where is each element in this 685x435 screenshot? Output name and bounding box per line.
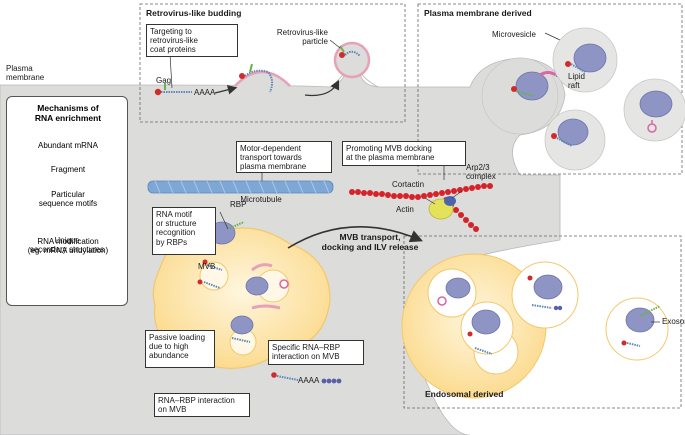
legend-item-abundant: Abundant mRNA [37,141,99,150]
microvesicle-4 [544,109,606,171]
legend-title: Mechanisms of RNA enrichment [34,103,102,124]
particle-mrna [339,45,361,58]
lipid-raft-label: Lipid raft [568,72,585,91]
retrovirus-particle-label: Retrovirus-like particle [276,28,328,47]
particle-pointer [329,39,341,49]
mvb-transport-label: MVB transport, docking and ILV release [321,232,419,252]
plasma-membrane-panel-box [417,3,683,175]
legend-box: Mechanisms of RNA enrichment RNA modific… [6,96,128,306]
legend-item-modification: RNA modification (eg. mRNA uridylation) [27,237,109,256]
promoting-docking-box: Promoting MVB docking at the plasma memb… [342,141,466,166]
plasma-membrane-panel-title: Plasma membrane derived [424,8,532,18]
exiting-mrna [271,372,342,384]
arp-complex-label: Arp2/3 complex [466,163,496,182]
gag-polya-label: AAAA [194,88,216,97]
mvb-label: MVB [198,262,216,271]
bud-mrna [239,63,274,93]
legend-item-fragment: Fragment [50,165,86,174]
gag-mrna [154,83,192,96]
microtubule-label: Microtubule [240,195,282,204]
microvesicle-3 [623,78,685,142]
budding-arrow-2 [304,79,340,97]
exiting-mrna-polya-label: AAAA [298,376,320,385]
retrovirus-panel-title: Retrovirus-like budding [146,8,242,18]
lipid-raft [539,71,557,77]
arp-blob [444,196,456,206]
targeting-pointer [169,53,173,89]
budding-bump [234,70,291,87]
legend-item-motifs: Particular sequence motifs [38,190,98,209]
cortactin-label: Cortactin [392,180,425,189]
budding-arrow-1 [214,85,238,95]
gag-label: Gag [156,76,172,85]
retrovirus-panel-box [139,3,406,123]
plasma-membrane-label: Plasma membrane [6,64,45,83]
microtubule [147,180,334,194]
microvesicle-label: Microvesicle [492,30,537,39]
rna-motif-box: RNA motif or structure recognition by RB… [152,207,216,255]
endosomal-panel-title: Endosomal derived [425,389,504,399]
microvesicle-1 [511,71,549,101]
retrovirus-particle-shape [333,41,371,79]
exosome-label: Exosome [662,317,685,326]
specific-interaction-box: Specific RNA–RBP interaction on MVB [268,340,364,365]
microvesicle-2 [552,27,618,93]
microvesicle-budding [481,57,559,135]
legend-item-structures: Unique secondary structures [29,236,105,255]
passive-loading-box: Passive loading due to high abundance [145,330,215,368]
motor-transport-box: Motor-dependent transport towards plasma… [236,141,332,173]
rna-rbp-interaction-box: RNA–RBP interaction on MVB [154,393,250,417]
actin-label: Actin [396,205,414,214]
targeting-box: Targeting to retrovirus-like coat protei… [146,24,238,57]
mvb-transport-arrow [287,226,423,249]
rbp-label: RBP [230,200,247,209]
